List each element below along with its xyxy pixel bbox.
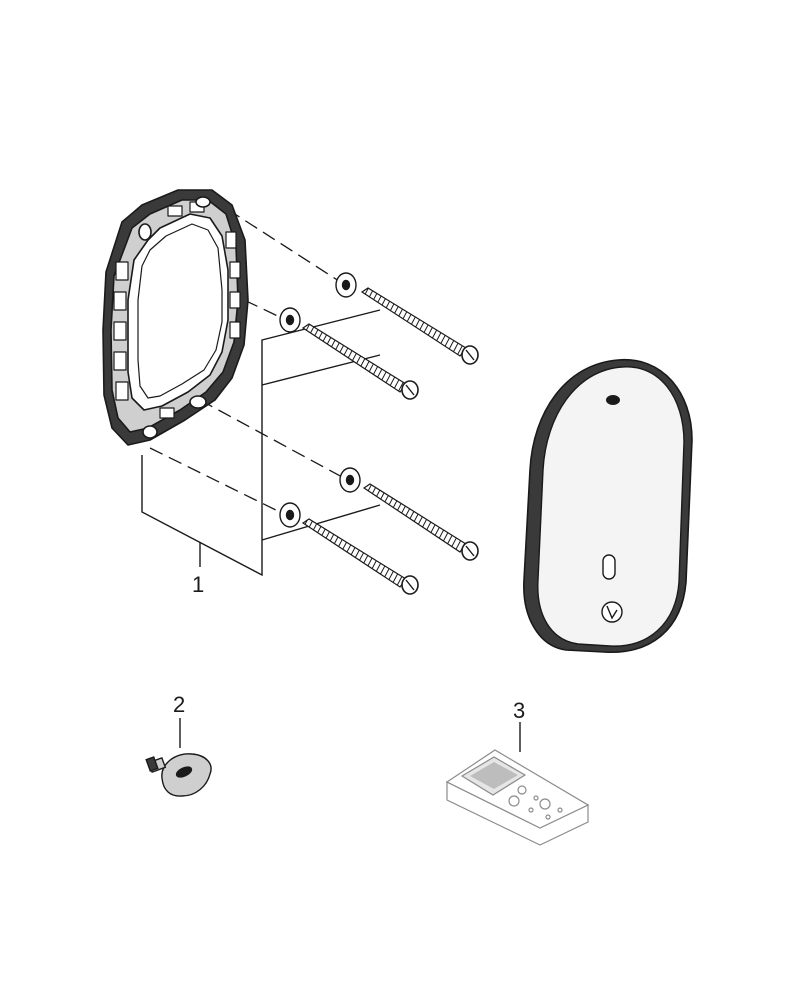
- callout-part1: 1: [192, 572, 204, 597]
- key-icon: [145, 753, 212, 797]
- washer-icon-1: [335, 272, 357, 298]
- callout-part3: 3: [513, 698, 525, 723]
- washer-icon-4: [279, 502, 301, 528]
- cover-plate-icon: [523, 359, 693, 653]
- screw-icon-2: [301, 323, 419, 400]
- screw-icon-3: [362, 483, 479, 561]
- callout-part2: 2: [173, 692, 185, 717]
- screw-icon-1: [360, 287, 479, 365]
- washer-icon-3: [339, 467, 361, 493]
- mounting-frame-icon: [102, 189, 249, 446]
- remote-control-icon: [445, 749, 590, 846]
- screw-icon-4: [301, 518, 419, 595]
- washer-icon-2: [279, 307, 301, 333]
